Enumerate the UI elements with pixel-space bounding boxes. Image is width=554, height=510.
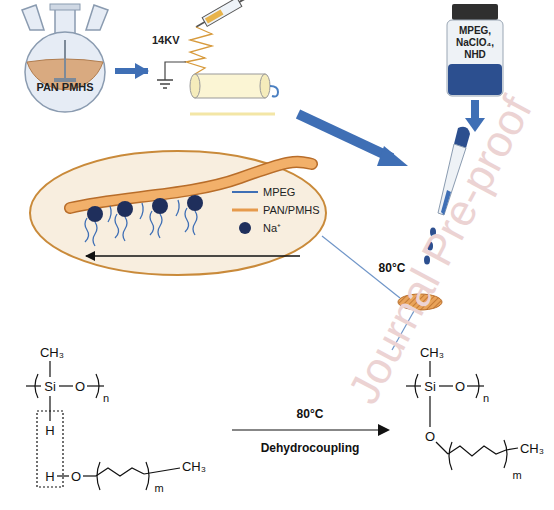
chem-group: CH₃ <box>520 442 544 455</box>
repeat-index: n <box>483 393 489 404</box>
repeat-index: n <box>103 393 109 404</box>
atom-label: O <box>75 380 85 393</box>
reaction-name: Dehydrocoupling <box>261 442 360 454</box>
flask <box>22 4 108 112</box>
node-text: 14KV <box>152 34 180 47</box>
legend-text: Na⁺ <box>263 223 281 234</box>
reaction-scheme <box>26 361 518 490</box>
chem-group: CH₃ <box>182 460 206 473</box>
inset-ellipse <box>30 151 326 275</box>
solution-bottle: MPEG, NaClO₄, NHD <box>447 22 503 64</box>
process-arrow <box>115 68 148 74</box>
atom-label: Si <box>424 380 436 393</box>
legend-text: PAN/PMHS <box>263 205 320 216</box>
chem-group: CH₃ <box>420 346 444 359</box>
atom-label: O <box>455 380 465 393</box>
legend-text: MPEG <box>263 187 295 198</box>
temperature-label: 80°C <box>379 262 406 274</box>
atom-label: Si <box>44 380 56 393</box>
electrospinning-setup <box>157 0 278 114</box>
watermark: Journal Pre-proof <box>341 90 539 411</box>
flask-node: PAN PMHS <box>15 32 115 110</box>
repeat-index: m <box>154 483 163 494</box>
repeat-index: m <box>512 470 521 481</box>
atom-label: O <box>71 470 81 483</box>
atom-label: H <box>45 424 54 437</box>
chem-group: CH₃ <box>40 346 64 359</box>
node-text: PAN PMHS <box>36 81 93 94</box>
condition-label: 80°C <box>297 408 324 420</box>
node-text: MPEG, NaClO₄, NHD <box>449 25 501 61</box>
bottle <box>447 4 503 96</box>
atom-label: H <box>45 470 54 483</box>
electrospinning-node: 14KV <box>148 32 280 110</box>
atom-label: O <box>425 430 435 443</box>
